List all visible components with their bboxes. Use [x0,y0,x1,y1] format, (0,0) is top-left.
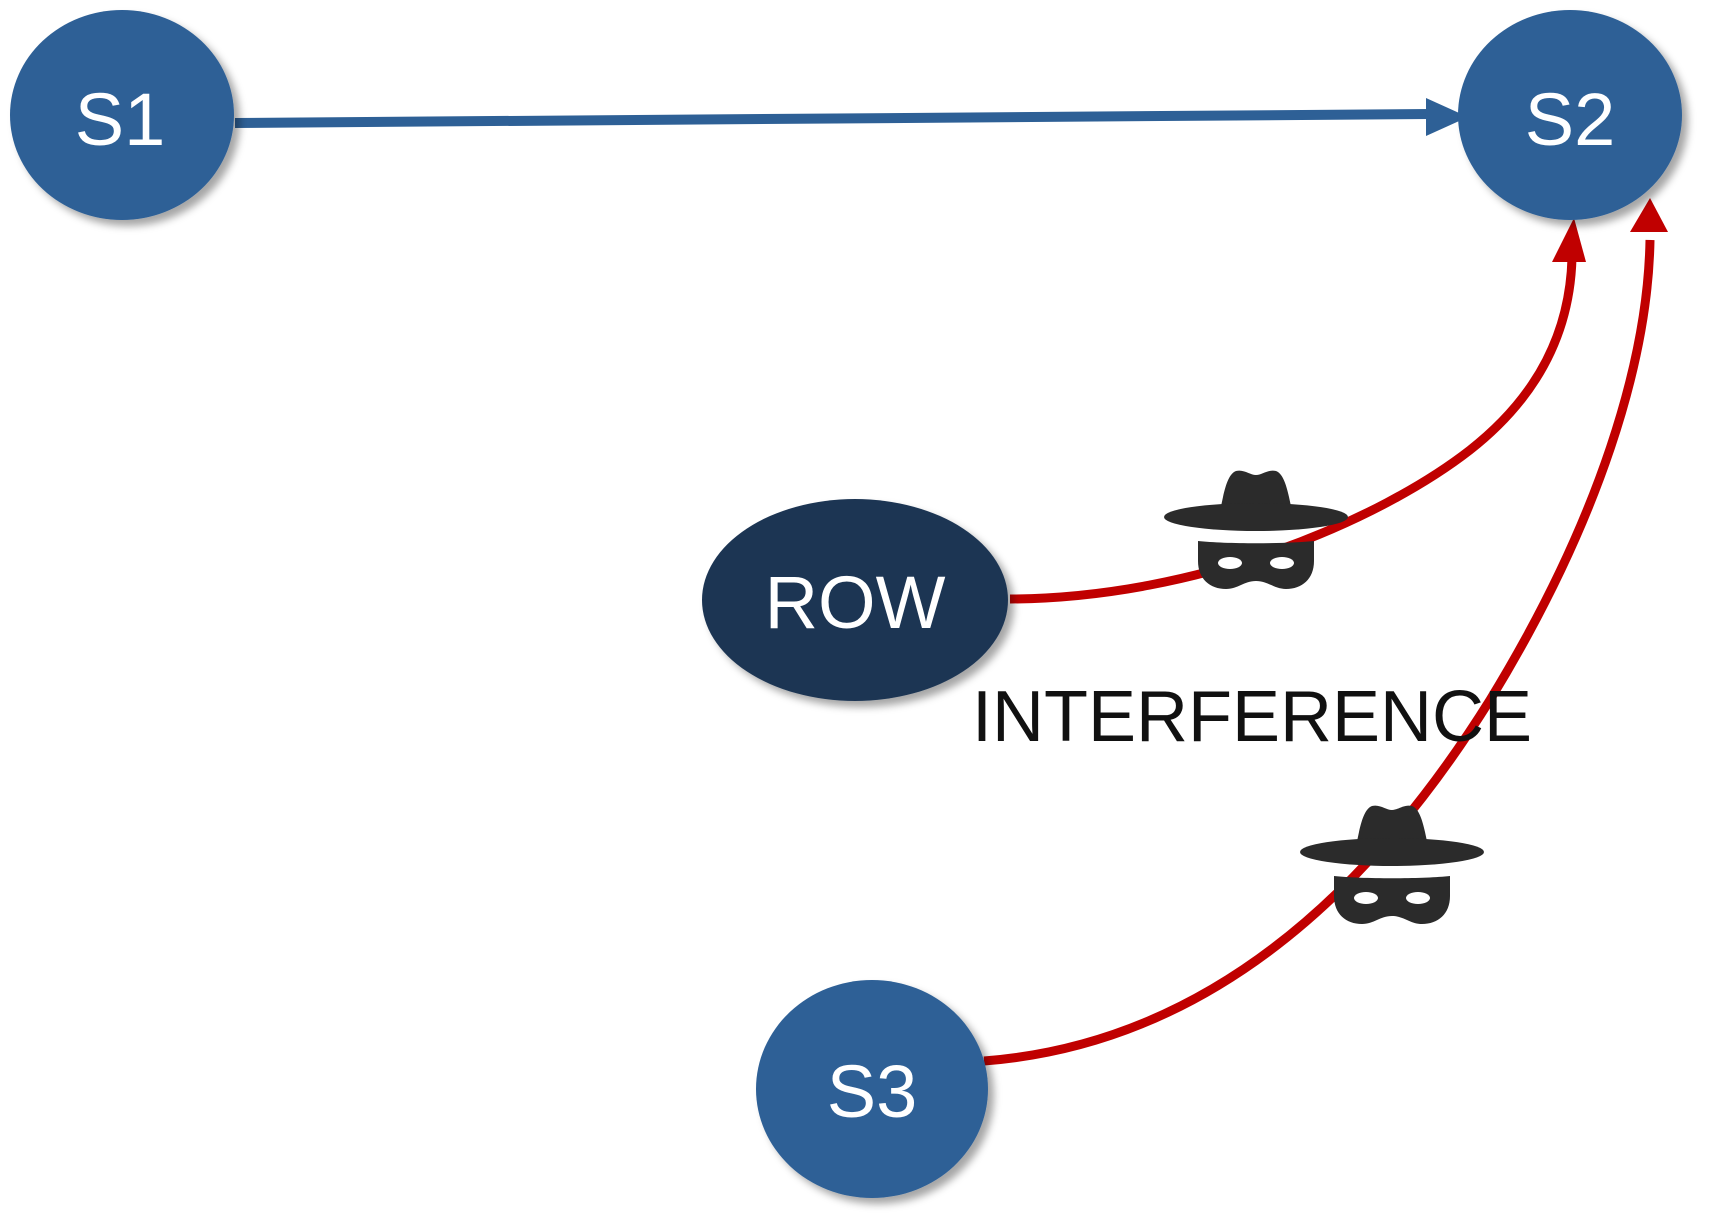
node-s1: S1 [10,10,234,220]
node-s3-label: S3 [827,1050,918,1133]
node-s1-label: S1 [75,78,166,161]
interference-label: INTERFERENCE [972,677,1532,757]
node-row: ROW [702,499,1008,701]
link-s3-to-s2 [983,198,1668,1066]
node-row-label: ROW [765,561,946,644]
node-s2-label: S2 [1525,78,1616,161]
node-s2: S2 [1458,10,1682,220]
node-s3: S3 [756,980,988,1198]
link-s1-to-s2 [234,98,1468,136]
link-row-to-s2 [1009,218,1586,604]
